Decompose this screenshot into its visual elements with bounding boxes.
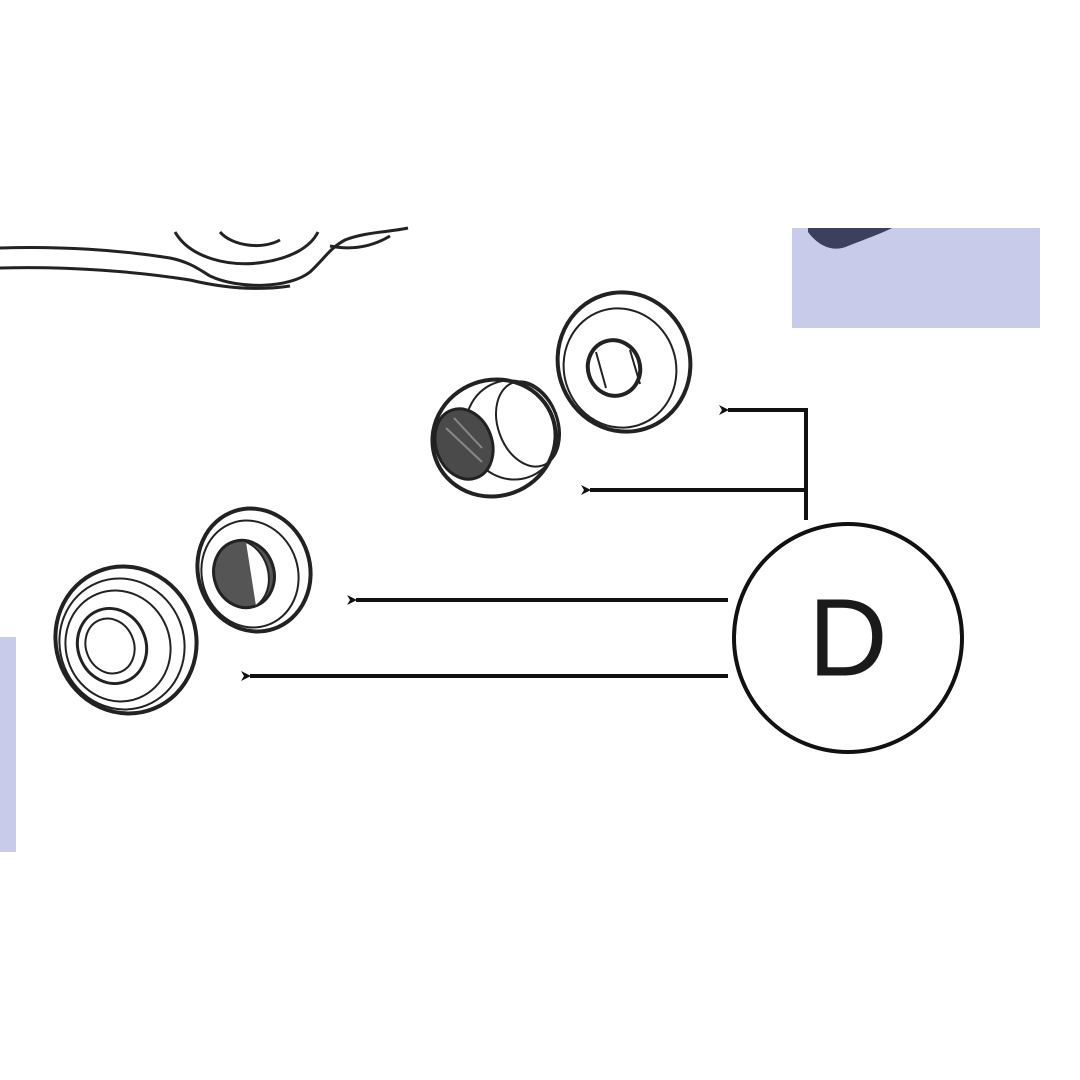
partial-bracket <box>0 226 409 290</box>
adjacent-panel-left <box>0 637 16 852</box>
leader-lines <box>241 405 808 681</box>
callout-label: D <box>808 577 887 700</box>
threaded-bushing <box>53 564 199 716</box>
threaded-insert <box>430 377 561 499</box>
flat-washer <box>555 290 693 434</box>
washer-with-slot <box>195 506 313 634</box>
leader-to-flat-washer <box>719 405 808 520</box>
callout-d: D <box>732 522 964 754</box>
partial-dark-part <box>808 228 892 249</box>
